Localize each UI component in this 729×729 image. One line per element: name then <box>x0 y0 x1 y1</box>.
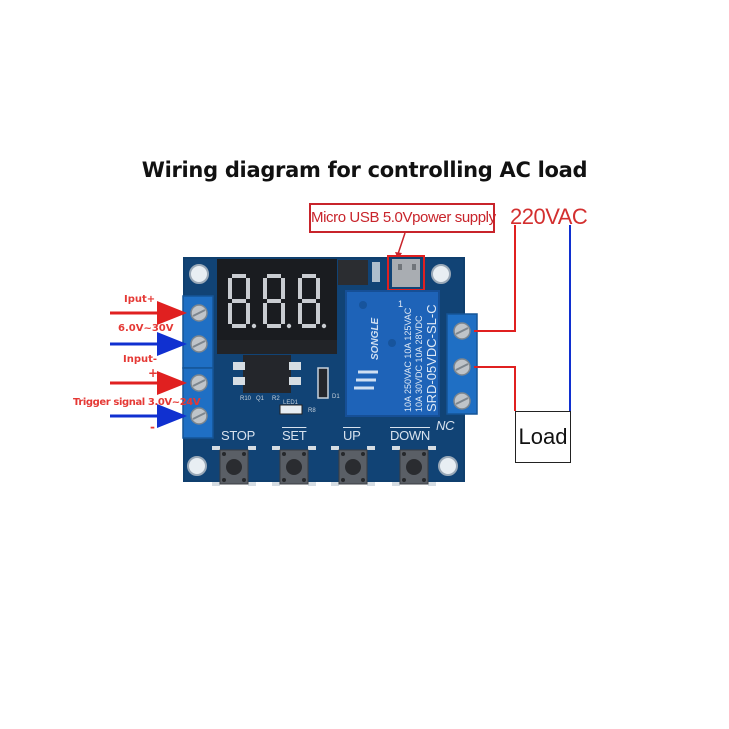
mounting-hole <box>431 264 451 284</box>
callout-arrow <box>397 232 406 255</box>
diagram-title: Wiring diagram for controlling AC load <box>141 158 588 182</box>
relay-pin-mark: 1 <box>398 299 403 309</box>
terminal-screw[interactable] <box>453 358 471 376</box>
power-negative-label: Input- <box>123 354 158 365</box>
load-wire <box>474 366 516 411</box>
display-digit <box>263 274 292 329</box>
silkscreen-label: R10 <box>240 396 252 402</box>
terminal-screw[interactable] <box>190 407 208 425</box>
button-up[interactable] <box>331 446 375 486</box>
ac-line-wire <box>474 225 516 332</box>
trigger-negative-label: - <box>150 420 155 434</box>
button-label-set: SET <box>282 428 307 443</box>
trigger-range-label: Trigger signal 3.0V~24V <box>73 397 201 408</box>
load-box: Load <box>515 411 571 463</box>
nc-terminal-label: NC <box>436 418 455 433</box>
optocoupler-chip <box>243 355 291 393</box>
power-positive-label: Iput+ <box>124 294 156 305</box>
decimal-point <box>286 323 292 329</box>
relay-songle: SONGLE SRD-05VDC-SL-C 10A 250VAC 10A 125… <box>345 290 440 417</box>
regulator-chip <box>338 260 368 285</box>
button-down[interactable] <box>392 446 436 486</box>
button-set[interactable] <box>272 446 316 486</box>
display-digit <box>228 274 257 329</box>
button-label-stop: STOP <box>221 428 255 443</box>
terminal-screw[interactable] <box>190 374 208 392</box>
micro-usb-port <box>387 255 425 291</box>
trigger-positive-label: + <box>148 366 159 380</box>
led1 <box>279 404 303 415</box>
silkscreen-label: D1 <box>332 394 340 400</box>
diode-d1 <box>317 367 329 399</box>
decimal-point <box>251 323 257 329</box>
mounting-hole <box>438 456 458 476</box>
relay-rating-dc: 10A 30VDC 10A 28VDC <box>414 315 424 412</box>
terminal-screw[interactable] <box>453 392 471 410</box>
ac-source-label: 220VAC <box>510 204 588 229</box>
display-digit <box>298 274 327 329</box>
button-label-down: DOWN <box>390 428 430 443</box>
usb-power-callout: Micro USB 5.0Vpower supply <box>309 203 496 233</box>
silkscreen-label: R8 <box>308 408 316 414</box>
power-range-label: 6.0V~30V <box>118 323 174 334</box>
relay-rating-ac: 10A 250VAC 10A 125VAC <box>403 307 413 412</box>
relay-model: SRD-05VDC-SL-C <box>424 304 439 412</box>
button-stop[interactable] <box>212 446 256 486</box>
silkscreen-label: R2 <box>272 396 280 402</box>
terminal-screw[interactable] <box>453 322 471 340</box>
terminal-screw[interactable] <box>190 335 208 353</box>
decimal-point <box>321 323 327 329</box>
button-label-up: UP <box>343 428 361 443</box>
relay-brand: SONGLE <box>370 317 381 360</box>
display-digits <box>228 274 327 329</box>
mounting-hole <box>187 456 207 476</box>
terminal-screw[interactable] <box>190 304 208 322</box>
silkscreen-label: LED1 <box>283 400 299 406</box>
silkscreen-label: Q1 <box>256 396 265 402</box>
mounting-hole <box>189 264 209 284</box>
